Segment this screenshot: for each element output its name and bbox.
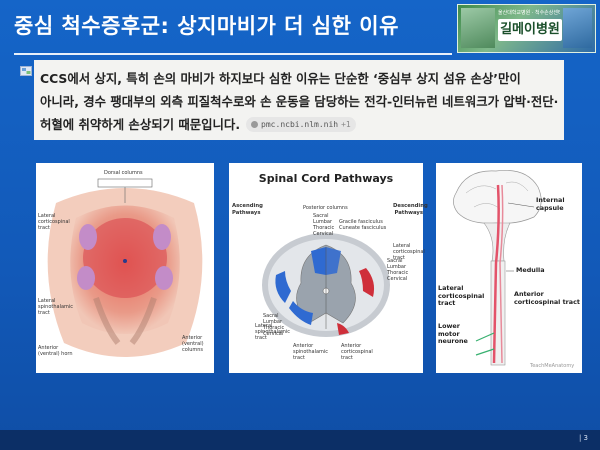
cross-section-drawing	[47, 178, 203, 357]
label-gracile: Gracile fasciculus	[339, 219, 383, 225]
label-sacral-l: Sacral	[263, 313, 279, 319]
label-anterior-cst: Anterior corticospinal tract	[514, 290, 580, 306]
tract-drawing	[453, 170, 542, 366]
label-cervical-l: Cervical	[263, 331, 284, 337]
label-lateral-stt: Lateral spinothalamic tract	[255, 323, 291, 341]
watermark: TeachMeAnatomy	[530, 363, 575, 369]
explanation-body: CCS에서 상지, 특히 손의 마비가 하지보다 심한 이유는 단순한 ‘중심부…	[40, 71, 559, 132]
label-lateral-spinothalamic: Lateral spinothalamic tract	[38, 298, 74, 316]
label-lumbar-l: Lumbar	[263, 319, 283, 325]
label-dorsal-columns: Dorsal columns	[104, 170, 143, 176]
label-anterior-horn: Anterior (ventral) horn	[38, 345, 73, 357]
label-cervical-r: Cervical	[387, 276, 408, 282]
slide-title: 중심 척수증후군: 상지마비가 더 심한 이유	[14, 14, 399, 38]
label-lateral-corticospinal: Lateral corticospinal tract	[38, 213, 70, 231]
title-divider	[14, 53, 452, 55]
label-internal-capsule: Internal capsule	[536, 196, 565, 212]
logo-small-text: 울산대학교병원 · 척수손상센터	[498, 10, 560, 16]
label-anterior-stt: Anterior spinothalamic tract	[293, 343, 329, 361]
page-number: | 3	[578, 434, 588, 442]
hospital-logo: 울산대학교병원 · 척수손상센터 길메이병원	[457, 4, 596, 53]
label-lower-motor-neurone: Lower motor neurone	[438, 322, 468, 345]
label-lateral-cst: Lateral corticospinal tract	[393, 243, 425, 261]
ascending-heading: Ascending Pathways	[232, 203, 263, 216]
label-thoracic-l: Thoracic	[263, 325, 285, 331]
citation-chip[interactable]: pmc.ncbi.nlm.nih+1	[246, 117, 356, 132]
label-thoracic-r: Thoracic	[387, 270, 409, 276]
label-thoracic-top: Thoracic	[313, 225, 335, 231]
figure-spinal-pathways: Spinal Cord Pathways Ascending Pathways …	[229, 163, 428, 373]
label-posterior-columns: Posterior columns	[303, 205, 348, 211]
label-sacral-top: Sacral	[313, 213, 329, 219]
bullet-image-icon	[20, 66, 32, 76]
logo-photo-left	[461, 8, 495, 48]
figure-corticospinal-tract: Internal capsule Medulla Lateral cortico…	[436, 163, 582, 373]
pathways-title: Spinal Cord Pathways	[258, 172, 394, 185]
citation-globe-icon	[251, 121, 259, 128]
label-sacral-r: Sacral	[387, 258, 403, 264]
descending-heading: Descending Pathways	[393, 203, 428, 216]
logo-photo-right	[563, 8, 592, 48]
citation-source: pmc.ncbi.nlm.nih	[261, 120, 339, 129]
label-cuneate: Cuneate fasciculus	[339, 225, 387, 231]
citation-more: +1	[341, 120, 351, 129]
pathways-drawing	[262, 233, 390, 337]
label-lumbar-top: Lumbar	[313, 219, 333, 225]
label-anterior-cst: Anterior corticospinal tract	[341, 343, 373, 361]
explanation-box: CCS에서 상지, 특히 손의 마비가 하지보다 심한 이유는 단순한 ‘중심부…	[34, 60, 564, 140]
label-lumbar-r: Lumbar	[387, 264, 407, 270]
label-medulla: Medulla	[516, 266, 545, 274]
logo-main-text: 길메이병원	[498, 19, 562, 41]
figure-cord-cross-section: Dorsal columns Lateral corticospinal tra…	[36, 163, 214, 373]
label-anterior-columns: Anterior (ventral) columns	[182, 335, 204, 353]
label-cervical-top: Cervical	[313, 231, 334, 237]
explanation-text: CCS에서 상지, 특히 손의 마비가 하지보다 심한 이유는 단순한 ‘중심부…	[40, 67, 560, 136]
footer-bar	[0, 430, 600, 450]
label-lateral-cst: Lateral corticospinal tract	[438, 284, 485, 307]
